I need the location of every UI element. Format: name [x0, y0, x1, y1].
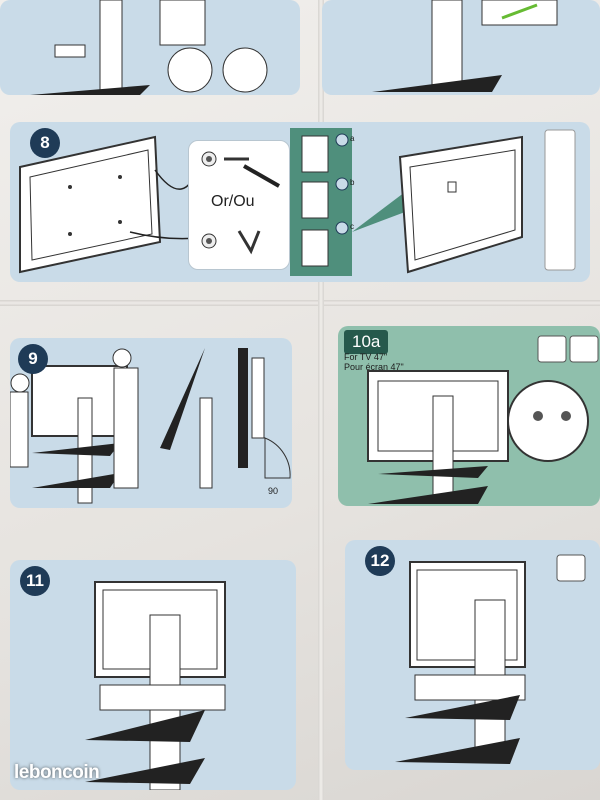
step-9-illustration	[10, 348, 291, 504]
step-7-illustration	[30, 0, 268, 95]
tv-size-english: For TV 47"	[344, 352, 388, 362]
step-9-panel: 9 90	[10, 338, 292, 508]
step-12-illustration	[395, 554, 586, 764]
paper-fold-horizontal	[0, 300, 600, 306]
step-11-number: 11	[20, 566, 50, 596]
step-12-number: 12	[365, 546, 395, 576]
step-7-panel-partial	[0, 0, 300, 95]
step-10a-illustration	[367, 335, 599, 504]
step-11-illustration	[85, 581, 226, 790]
step-10a-tag: 10a	[344, 330, 389, 354]
step-8-illustration	[19, 128, 576, 276]
screw-options-box: Or/Ou	[188, 140, 290, 270]
step-8-number: 8	[30, 128, 60, 158]
step-9-number: 9	[18, 344, 48, 374]
step-7b-panel-partial	[322, 0, 600, 95]
angle-label: 90	[268, 486, 279, 496]
or-label: Or/Ou	[211, 193, 255, 210]
leboncoin-watermark: leboncoin	[14, 762, 100, 783]
bracket-label-a: a	[350, 134, 355, 143]
step-10a-panel: 10a For TV 47" Pour écran 47"	[338, 326, 600, 506]
paper-fold-vertical	[318, 0, 324, 800]
step-8-panel: 8 Or/Ou a b c	[10, 122, 590, 282]
bracket-label-b: b	[350, 178, 355, 187]
step-12-panel: 12	[345, 540, 600, 770]
bracket-label-c: c	[350, 222, 354, 231]
step-7b-illustration	[372, 0, 558, 92]
step-11-panel: 11	[10, 560, 296, 790]
screw-options-illustration	[201, 151, 280, 255]
tv-size-french: Pour écran 47"	[344, 362, 404, 372]
